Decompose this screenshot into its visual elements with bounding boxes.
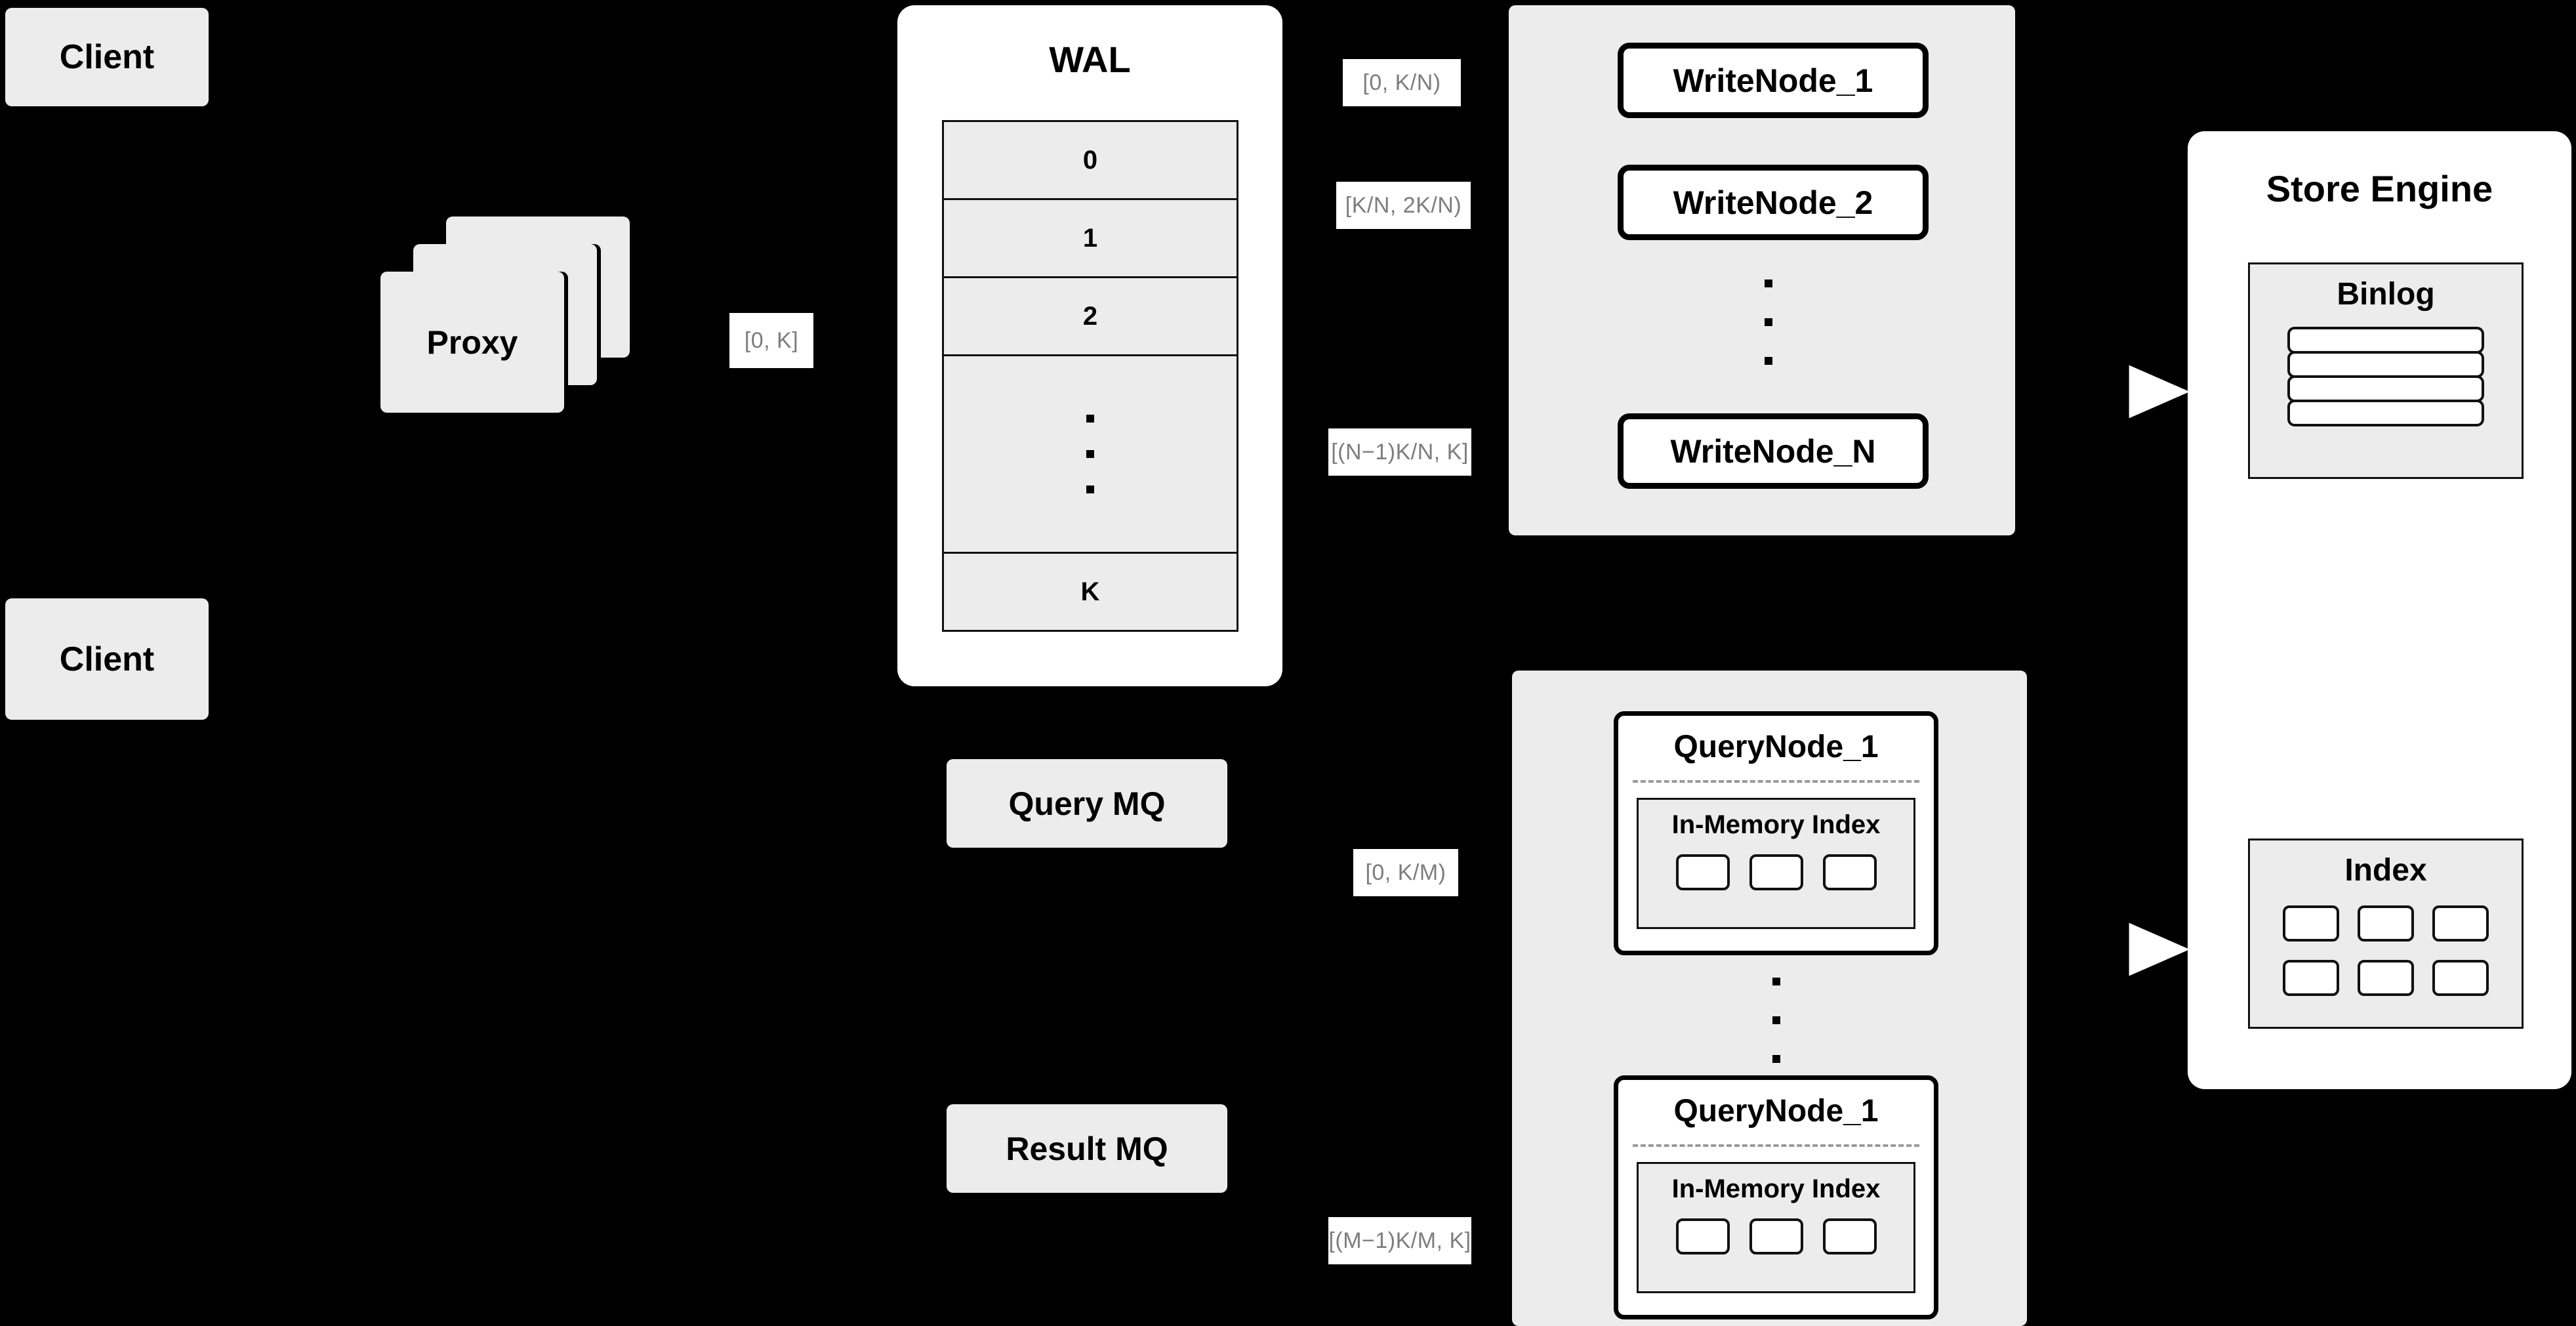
edge-label-writenode-n: [(N−1)K/N, K] [1328,428,1471,476]
edge-label-proxy-to-wal: [0, K] [729,313,813,368]
write-node-n[interactable]: WriteNode_N [1618,413,1929,489]
index-cell [2358,960,2414,996]
query-node-cluster: QueryNode_1 In-Memory Index QueryNode_1 … [1512,671,2027,1326]
index-cell [2283,905,2339,942]
write-node-label: WriteNode_2 [1673,184,1873,221]
binlog-strip [2287,351,2484,378]
index-box: Index [2248,839,2524,1029]
wal-row: 1 [944,200,1237,278]
query-node-ellipsis [1772,978,1781,1063]
wal-title: WAL [1049,39,1131,80]
wal-row-ellipsis [944,356,1237,554]
edge-label-writenode-2: [K/N, 2K/N) [1336,182,1471,229]
wal-panel: WAL 0 1 2 K [897,5,1282,686]
proxy-layer-front[interactable]: Proxy [380,272,564,413]
index-row [2283,960,2489,996]
index-cell [2358,905,2414,942]
write-node-label: WriteNode_N [1670,432,1876,470]
query-node-divider [1633,1144,1919,1147]
store-engine-panel: Store Engine Binlog Index [2188,131,2571,1089]
index-row [2283,905,2489,942]
index-segment [1749,1218,1803,1254]
index-segment [1675,854,1730,890]
result-mq-box[interactable]: Result MQ [947,1104,1227,1193]
wal-ellipsis-dots [1086,415,1094,493]
index-cell [2283,960,2339,996]
query-mq-box[interactable]: Query MQ [947,759,1227,848]
wal-row: K [944,554,1237,630]
in-memory-index-label: In-Memory Index [1671,1174,1881,1203]
write-node-1[interactable]: WriteNode_1 [1618,43,1929,118]
store-engine-title: Store Engine [2266,168,2493,209]
binlog-strip [2287,400,2484,426]
wal-row: 0 [944,122,1237,200]
query-node-label: QueryNode_1 [1673,1094,1879,1129]
index-cell [2432,905,2489,942]
index-segment [1749,854,1803,890]
query-mq-label: Query MQ [1008,785,1166,822]
binlog-title: Binlog [2337,277,2435,312]
wal-table: 0 1 2 K [942,120,1238,632]
query-node-label: QueryNode_1 [1673,730,1879,764]
client-label: Client [59,640,155,678]
index-segment [1675,1218,1730,1254]
result-mq-label: Result MQ [1006,1130,1168,1167]
client-box-2[interactable]: Client [5,598,209,720]
write-node-label: WriteNode_1 [1673,62,1873,99]
binlog-strip [2287,375,2484,402]
proxy-stack[interactable]: Proxy [380,217,695,433]
index-cell [2432,960,2489,996]
client-box-1[interactable]: Client [5,8,209,106]
edge-label-querynode-1: [0, K/M) [1353,849,1458,896]
query-node-divider [1633,780,1919,783]
edge-label-querynode-m: [(M−1)K/M, K] [1328,1217,1471,1264]
write-node-2[interactable]: WriteNode_2 [1618,165,1929,240]
index-title: Index [2344,853,2427,888]
query-node-1[interactable]: QueryNode_1 In-Memory Index [1614,711,1938,955]
wal-row: 2 [944,278,1237,356]
index-segment [1822,1218,1877,1254]
write-node-cluster: WriteNode_1 WriteNode_2 WriteNode_N [1509,5,2015,535]
in-memory-index-label: In-Memory Index [1671,810,1881,839]
index-segment [1822,854,1877,890]
in-memory-index-1: In-Memory Index [1637,798,1915,929]
client-label: Client [59,38,155,76]
binlog-strip [2287,327,2484,354]
write-node-ellipsis [1764,280,1773,365]
binlog-box: Binlog [2248,262,2524,479]
in-memory-index-m: In-Memory Index [1637,1162,1915,1293]
query-node-m[interactable]: QueryNode_1 In-Memory Index [1614,1075,1938,1319]
proxy-label: Proxy [426,323,518,361]
edge-label-writenode-1: [0, K/N) [1343,59,1461,106]
